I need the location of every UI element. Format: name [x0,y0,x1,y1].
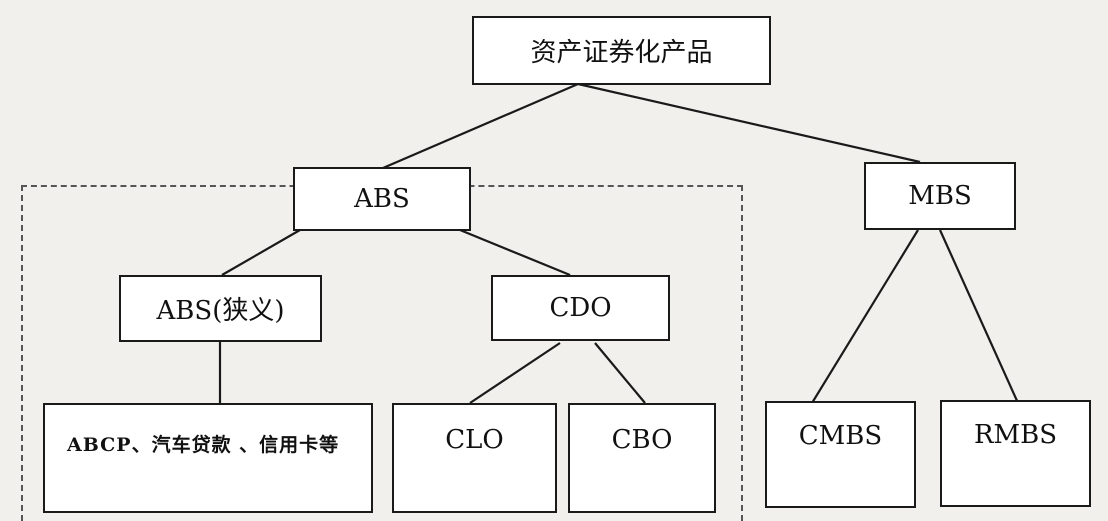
edge-mbs-cmbs [811,229,919,404]
node-abs: ABS [293,167,471,231]
edge-mbs-rmbs [938,229,1020,404]
edge-cdo-clo [469,342,561,404]
node-clo: CLO [392,403,557,513]
edge-cdo-cbo [594,342,646,404]
node-root: 资产证券化产品 [472,16,771,85]
node-cbo: CBO [568,403,716,513]
node-mbs: MBS [864,162,1016,230]
node-abs-narrow: ABS(狭义) [119,275,322,342]
edge-root-abs [382,82,579,170]
node-abs-narrow-examples-label: ABCP、汽车贷款 、信用卡等 [67,434,340,456]
edge-root-mbs [577,82,921,164]
node-rmbs: RMBS [940,400,1091,507]
node-abs-narrow-examples: ABCP、汽车贷款 、信用卡等 [43,403,373,513]
node-mbs-label: MBS [908,181,972,211]
edge-abs-absnarrow [221,229,301,276]
node-root-label: 资产证券化产品 [530,38,713,68]
edge-abs-cdo [459,228,571,277]
node-rmbs-label: RMBS [973,420,1058,450]
node-cmbs: CMBS [765,401,916,508]
node-abs-label: ABS [354,184,410,214]
node-cdo: CDO [491,275,670,341]
node-clo-label: CLO [445,425,504,455]
node-cmbs-label: CMBS [798,421,883,451]
node-cbo-label: CBO [611,425,673,455]
node-abs-narrow-label: ABS(狭义) [156,296,285,326]
node-cdo-label: CDO [549,293,612,323]
